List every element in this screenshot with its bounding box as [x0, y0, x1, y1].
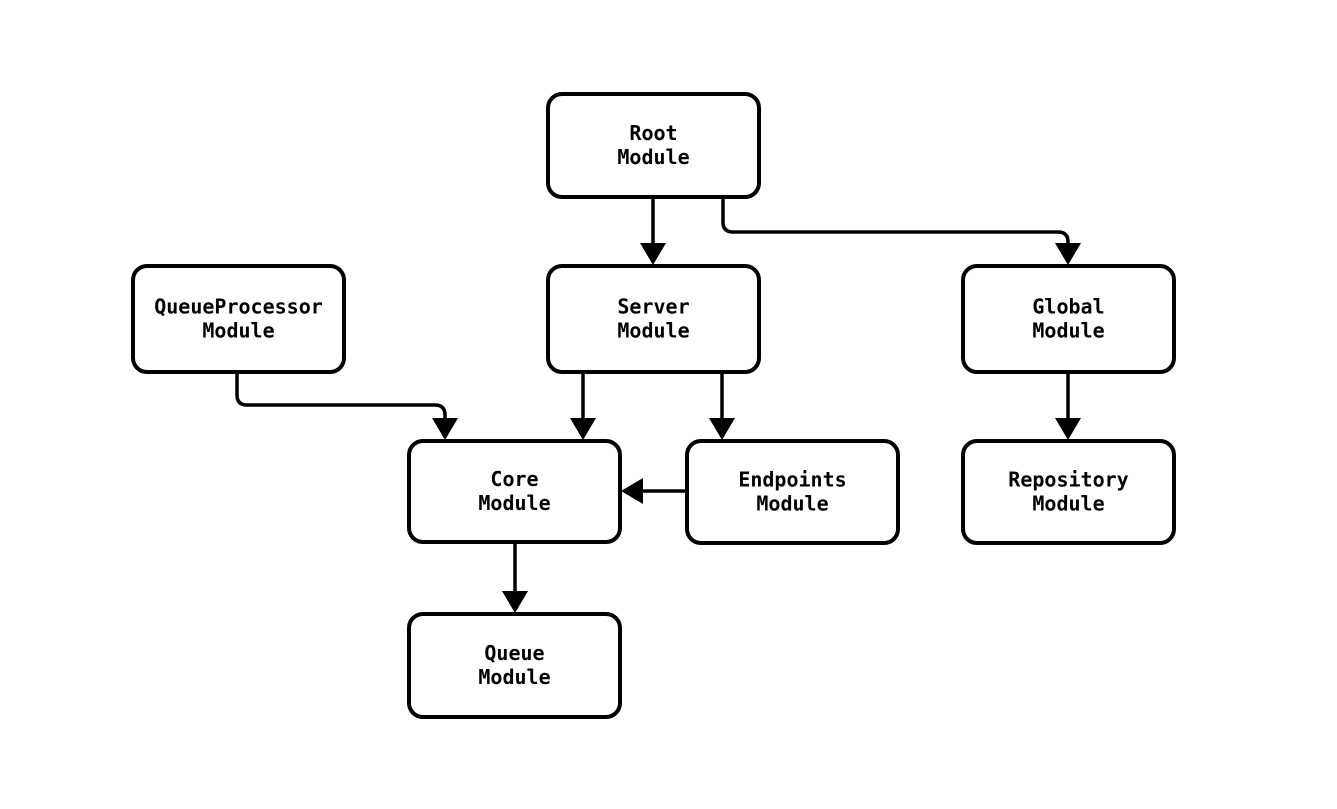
- node-box[interactable]: [961, 439, 1176, 545]
- edge-arrowhead: [570, 418, 596, 440]
- edge-arrowhead: [640, 243, 666, 265]
- edge-arrowhead: [1055, 418, 1081, 440]
- edge-arrowhead: [502, 591, 528, 613]
- edge-global-to-repository: [1055, 372, 1081, 440]
- edge-arrowhead: [709, 418, 735, 440]
- node-label-line1: Global: [1032, 295, 1104, 319]
- node-label-line1: QueueProcessor: [154, 295, 323, 319]
- node-label-line2: Module: [617, 319, 689, 343]
- edge-arrowhead: [432, 418, 458, 440]
- node-box[interactable]: [546, 264, 761, 374]
- node-label-line2: Module: [478, 491, 550, 515]
- edge-root-to-global: [721, 197, 1081, 265]
- edge-line: [721, 197, 1070, 252]
- nodes-layer: RootModuleQueueProcessorModuleServerModu…: [131, 92, 1176, 719]
- node-box[interactable]: [546, 92, 761, 199]
- node-box[interactable]: [407, 612, 622, 719]
- node-label-line1: Endpoints: [738, 468, 846, 492]
- node-label-line1: Root: [629, 121, 677, 145]
- node-label-line2: Module: [756, 492, 828, 516]
- node-box[interactable]: [131, 264, 346, 374]
- edge-server-to-endpoints: [709, 372, 735, 440]
- node-box[interactable]: [961, 264, 1176, 374]
- node-label-line1: Repository: [1008, 468, 1128, 492]
- node-label-line2: Module: [617, 145, 689, 169]
- node-label-line1: Core: [490, 467, 538, 491]
- node-box[interactable]: [407, 439, 622, 544]
- edge-queueprocessor-to-core: [235, 372, 458, 440]
- edge-server-to-core: [570, 372, 596, 440]
- edge-line: [235, 372, 447, 427]
- edge-endpoints-to-core: [621, 478, 687, 504]
- node-box[interactable]: [685, 439, 900, 545]
- node-label-line1: Queue: [484, 641, 544, 665]
- node-label-line2: Module: [478, 665, 550, 689]
- edge-arrowhead: [1055, 243, 1081, 265]
- edge-root-to-server: [640, 197, 666, 265]
- node-label-line2: Module: [202, 319, 274, 343]
- edges-layer: [235, 197, 1081, 613]
- node-label-line2: Module: [1032, 319, 1104, 343]
- edge-arrowhead: [621, 478, 643, 504]
- node-label-line1: Server: [617, 295, 689, 319]
- node-label-line2: Module: [1032, 492, 1104, 516]
- edge-core-to-queue: [502, 542, 528, 613]
